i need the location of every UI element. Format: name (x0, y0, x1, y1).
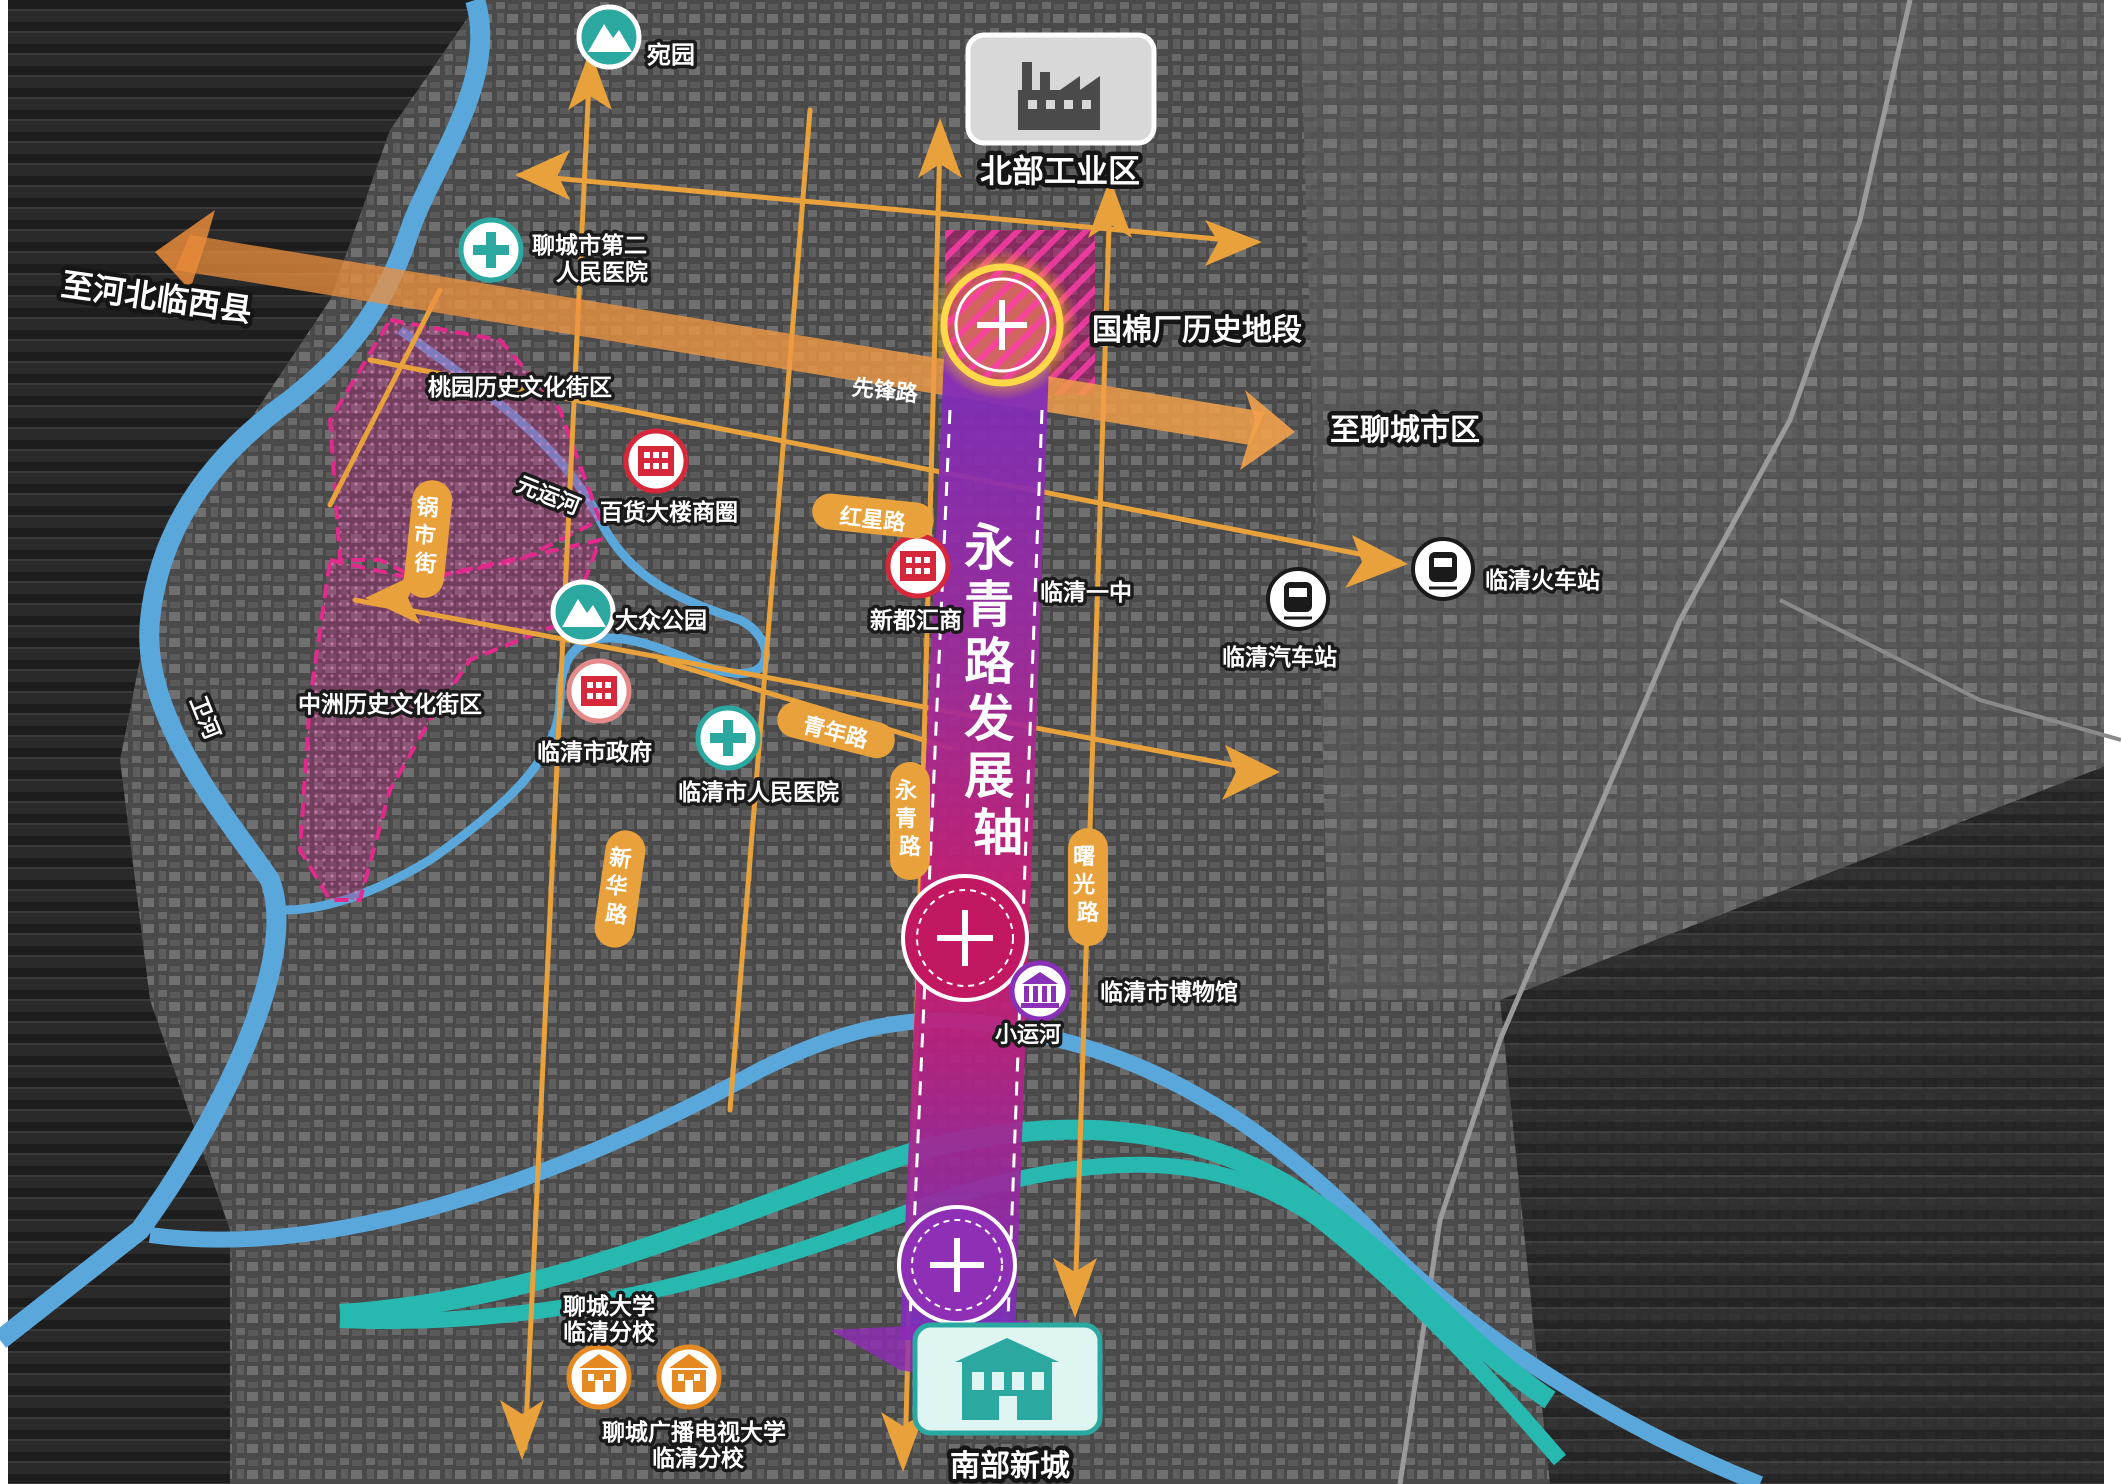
univ2-poi[interactable] (656, 1344, 722, 1410)
dazhong-park-label: 大众公园 (615, 608, 707, 634)
gov-label: 临清市政府 (537, 739, 652, 766)
train-icon (1429, 552, 1457, 590)
plus-icon (930, 1238, 984, 1292)
hospital2-label-1: 聊城市第二 (532, 232, 647, 259)
building-icon (638, 446, 674, 476)
linqing-no1-label: 临清一中 (1040, 579, 1132, 606)
dazhong-park-poi[interactable] (550, 579, 616, 645)
factory-icon (1018, 62, 1100, 130)
cross-icon (710, 720, 746, 756)
bus-station-poi[interactable] (1266, 567, 1330, 631)
xiaoyun-river (148, 1012, 1763, 1484)
guoshi-char-2: 市 (412, 522, 437, 550)
museum-label: 临清市博物馆 (1100, 979, 1238, 1006)
svg-text:锅 市 街: 锅 市 街 (409, 494, 447, 579)
axis-title: 永 青 路 发 展 轴 (964, 519, 1031, 862)
frame-left-edge (0, 0, 8, 1484)
road-tag-guoshi: 锅 市 街 (404, 480, 453, 598)
shuguang-char-3: 路 (1077, 900, 1100, 926)
mountain-icon (588, 24, 632, 52)
cotton-mill-label: 国棉厂历史地段 (1092, 313, 1302, 348)
univ2-label-1: 聊城广播电视大学 (602, 1419, 786, 1446)
people-hospital-label: 临清市人民医院 (678, 779, 839, 806)
road-tag-xinhua: 新 华 路 (594, 830, 646, 948)
guoshi-char-3: 街 (412, 550, 438, 578)
building-icon (955, 1338, 1059, 1420)
train-station-label: 临清火车站 (1485, 567, 1600, 594)
svg-text:永 青 路: 永 青 路 (895, 778, 925, 860)
south-node[interactable] (897, 1205, 1017, 1325)
xindu-label: 新都汇商 (870, 607, 962, 634)
gov-poi[interactable] (566, 658, 632, 724)
wanyuan-poi[interactable] (576, 4, 642, 70)
bus-station-label: 临清汽车站 (1222, 644, 1337, 671)
yongqing-char-2: 青 (895, 807, 917, 832)
plus-icon (937, 910, 993, 966)
shuguang-char-2: 光 (1072, 873, 1095, 898)
canal-teal-branch (339, 1156, 1567, 1466)
liaocheng-label: 至聊城市区 (1330, 413, 1480, 448)
frame-right-edge (2104, 0, 2121, 1484)
museum-icon (1021, 972, 1059, 1008)
mountain-icon (562, 599, 606, 627)
road-tag-shuguang: 曙 光 路 (1068, 828, 1108, 946)
wanyuan-label: 宛园 (646, 41, 695, 69)
building-icon (900, 551, 936, 581)
road-arrowheads (365, 50, 1408, 1472)
shuguang-char-1: 曙 (1073, 845, 1095, 870)
weihe-river (0, 0, 491, 1348)
train-station-poi[interactable] (1411, 537, 1475, 601)
urban-east (1300, 0, 2121, 1000)
building-icon (581, 676, 617, 706)
xindu-poi[interactable] (885, 533, 951, 599)
farmland-west (0, 0, 480, 1484)
south-new-city-badge[interactable] (912, 1322, 1103, 1436)
xiaoyun-label: 小运河 (995, 1023, 1061, 1048)
plus-icon (977, 300, 1027, 350)
school-icon (669, 1354, 709, 1392)
railway-branch (1779, 598, 2121, 742)
school-icon (579, 1354, 619, 1392)
canal-teal (339, 1119, 1556, 1409)
people-hospital-poi[interactable] (695, 705, 761, 771)
baihuo-label: 百货大楼商圈 (600, 499, 738, 526)
guoshi-char-1: 锅 (415, 494, 440, 522)
east-arrow (1240, 390, 1295, 470)
south-new-city-label: 南部新城 (950, 1449, 1070, 1484)
north-industrial-badge[interactable] (965, 32, 1157, 146)
zhongzhou-label: 中洲历史文化街区 (298, 691, 482, 718)
railway-line (1397, 0, 1913, 1484)
yongqing-char-3: 路 (899, 834, 922, 860)
west-arrow (155, 210, 215, 290)
hospital2-poi[interactable] (458, 217, 524, 283)
baihuo-poi[interactable] (623, 428, 689, 494)
road-tag-hongxing: 红星路 (812, 493, 934, 539)
taoyuan-label: 桃园历史文化街区 (428, 374, 612, 401)
cotton-mill-node[interactable] (927, 250, 1077, 400)
train-icon (1284, 582, 1312, 620)
museum-poi[interactable] (1009, 960, 1071, 1022)
cross-icon (473, 232, 509, 268)
xinhua-char-1: 新 (608, 844, 633, 873)
north-industrial-label: 北部工业区 (980, 152, 1140, 190)
yongqing-char-1: 永 (895, 778, 917, 804)
xinhua-char-2: 华 (604, 872, 629, 901)
univ1-label-1: 聊城大学 (563, 1293, 655, 1320)
svg-text:新 华 路: 新 华 路 (600, 844, 641, 929)
road-tag-yongqing: 永 青 路 (890, 762, 930, 880)
central-node[interactable] (901, 874, 1029, 1002)
univ2-label-2: 临清分校 (652, 1445, 745, 1472)
svg-text:曙 光 路: 曙 光 路 (1072, 845, 1103, 926)
axis-dash-right (1006, 409, 1044, 1321)
hospital2-label-2: 人民医院 (556, 259, 648, 286)
univ1-label-2: 临清分校 (563, 1319, 656, 1346)
xinhua-char-3: 路 (604, 900, 630, 929)
farmland-southeast (1500, 760, 2121, 1484)
univ1-poi[interactable] (566, 1344, 632, 1410)
